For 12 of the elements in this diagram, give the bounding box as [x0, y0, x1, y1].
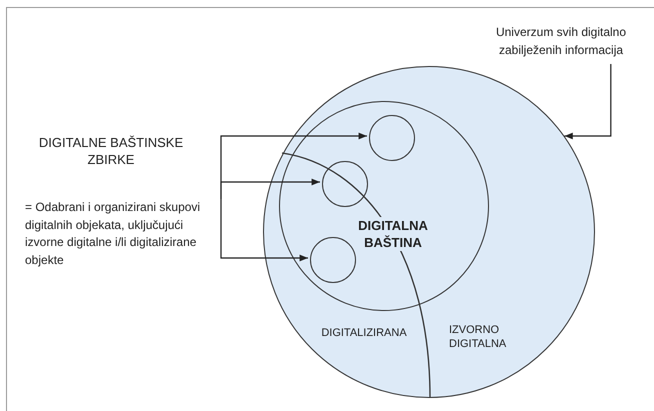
label-text: = Odabrani i organizirani skupovi digitalnih objekata, uključujući izvorne digitalne i/li digitalizirane objekte	[25, 199, 202, 268]
circle	[310, 237, 356, 283]
arrow	[220, 199, 308, 262]
circle	[322, 161, 368, 207]
label-text: Univerzum svih digitalno zabilježenih informacija	[494, 24, 628, 58]
region-label: DIGITALIZIRANA	[320, 326, 408, 340]
circle	[369, 115, 415, 161]
region-label: IZVORNO DIGITALNA	[449, 323, 508, 351]
heading: DIGITALNE BAŠTINSKE ZBIRKE	[38, 134, 184, 168]
arrow	[564, 64, 612, 140]
circle	[279, 101, 489, 311]
arrow	[220, 178, 320, 199]
